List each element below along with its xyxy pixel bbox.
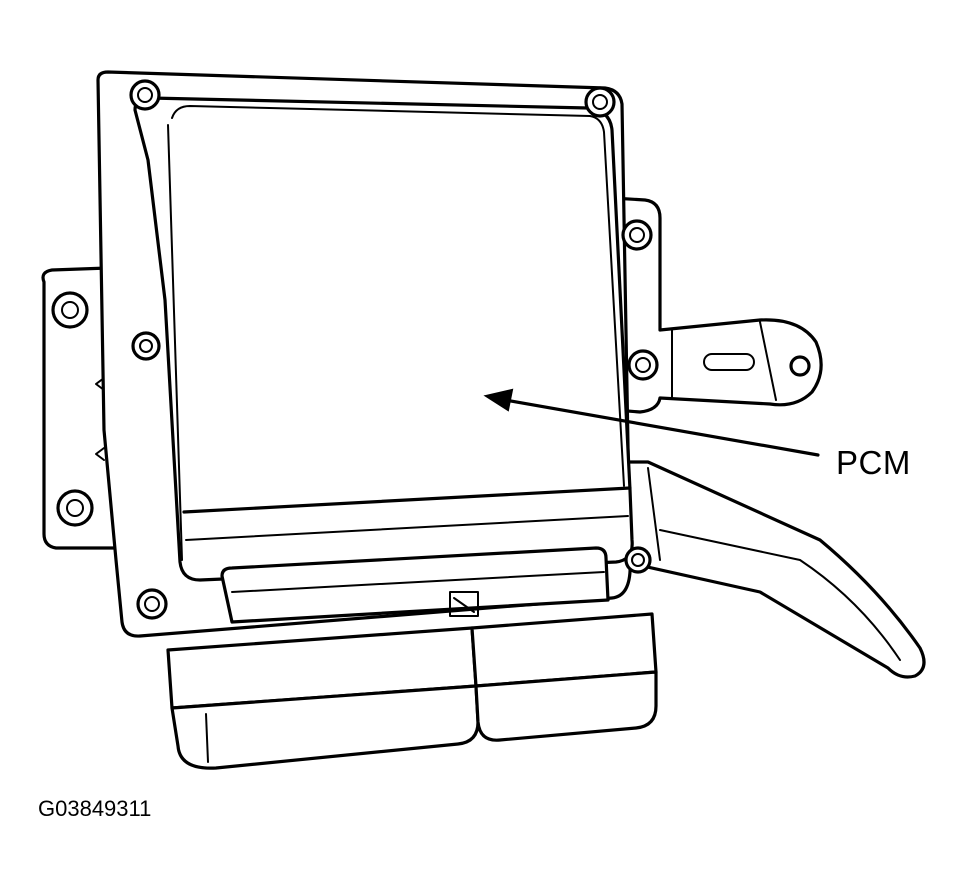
pcm-housing (133, 96, 634, 582)
bolt-icon (627, 349, 659, 381)
bolt-icon (131, 331, 161, 361)
bolt-icon (56, 489, 94, 527)
bolt-icon (624, 546, 652, 574)
figure-code: G03849311 (38, 796, 152, 821)
connector-plug-left (166, 626, 480, 770)
bolt-icon (129, 79, 161, 111)
bolt-icon (584, 86, 616, 118)
diagonal-bracket (623, 460, 926, 679)
mounting-bolts (51, 79, 659, 620)
callout-arrow-icon (483, 388, 820, 457)
connector-header (220, 546, 610, 624)
bolt-icon (51, 291, 89, 329)
right-bracket (610, 196, 823, 414)
bolt-icon (136, 588, 168, 620)
bolt-icon (621, 219, 653, 251)
connector-plug-right (470, 612, 658, 742)
pcm-callout-label: PCM (836, 444, 911, 481)
